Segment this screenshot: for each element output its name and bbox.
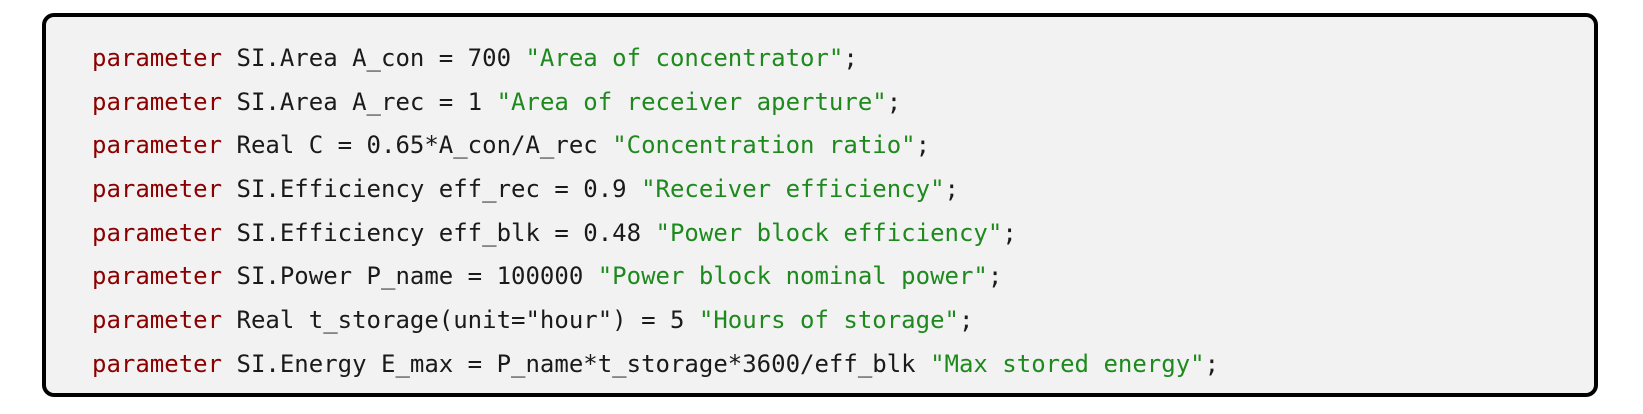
declaration: SI.Efficiency eff_rec = 0.9 xyxy=(222,175,642,204)
declaration: SI.Area A_con = 700 xyxy=(222,44,526,72)
description-string: "Area of concentrator" xyxy=(525,44,844,72)
terminator: ; xyxy=(1204,349,1220,378)
keyword: parameter xyxy=(92,175,223,204)
code-line: parameter SI.Area A_con = 700 "Area of c… xyxy=(92,37,1219,81)
code-listing: parameter SI.Area A_con = 700 "Area of c… xyxy=(42,13,1598,397)
code-line: parameter SI.Power P_name = 100000 "Powe… xyxy=(92,255,1219,299)
code-line: parameter Real C = 0.65*A_con/A_rec "Con… xyxy=(92,124,1219,168)
declaration: Real t_storage(unit="hour") = 5 xyxy=(222,306,699,335)
terminator: ; xyxy=(944,175,959,204)
description-string: "Hours of storage" xyxy=(698,306,959,335)
description-string: "Receiver efficiency" xyxy=(641,175,945,204)
declaration: SI.Power P_name = 100000 xyxy=(222,262,598,291)
code-line: parameter SI.Area A_rec = 1 "Area of rec… xyxy=(92,81,1219,125)
declaration: SI.Area A_rec = 1 xyxy=(222,87,497,116)
keyword: parameter xyxy=(92,306,223,335)
code-line: parameter SI.Efficiency eff_blk = 0.48 "… xyxy=(92,212,1219,256)
keyword: parameter xyxy=(92,44,223,72)
terminator: ; xyxy=(843,44,858,72)
keyword: parameter xyxy=(92,262,223,291)
terminator: ; xyxy=(915,131,931,160)
description-string: "Power block efficiency" xyxy=(655,218,1003,247)
description-string: "Concentration ratio" xyxy=(612,131,916,160)
declaration: SI.Efficiency eff_blk = 0.48 xyxy=(222,218,656,247)
declaration: SI.Energy E_max = P_name*t_storage*3600/… xyxy=(222,349,931,378)
code-line: parameter Real t_storage(unit="hour") = … xyxy=(92,299,1219,343)
terminator: ; xyxy=(958,306,974,335)
keyword: parameter xyxy=(92,218,223,247)
keyword: parameter xyxy=(92,349,223,378)
keyword: parameter xyxy=(92,87,223,116)
declaration: Real C = 0.65*A_con/A_rec xyxy=(222,131,613,160)
code-line: parameter SI.Energy E_max = P_name*t_sto… xyxy=(92,343,1219,387)
description-string: "Power block nominal power" xyxy=(597,262,988,291)
terminator: ; xyxy=(987,262,1003,291)
terminator: ; xyxy=(1002,218,1017,247)
code-line: parameter SI.Efficiency eff_rec = 0.9 "R… xyxy=(92,168,1219,212)
description-string: "Area of receiver aperture" xyxy=(496,87,887,116)
keyword: parameter xyxy=(92,131,223,160)
description-string: "Max stored energy" xyxy=(930,349,1205,378)
terminator: ; xyxy=(886,87,902,116)
code-lines: parameter SI.Area A_con = 700 "Area of c… xyxy=(92,37,1219,387)
